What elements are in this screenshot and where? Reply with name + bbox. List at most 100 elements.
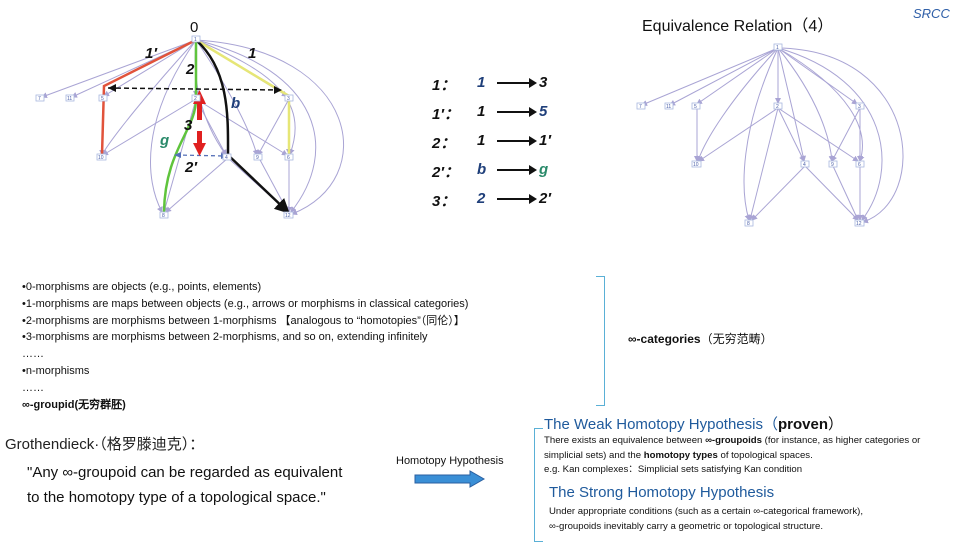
srcc-label: SRCC <box>913 6 950 21</box>
label-b: b <box>231 95 240 112</box>
mapping-from: 1 <box>477 74 486 91</box>
strong-line-2: ∞-groupoids inevitably carry a geometric… <box>549 520 823 532</box>
mapping-arrow-icon <box>497 136 537 146</box>
weak-body-a: There exists an equivalence between <box>544 435 706 446</box>
label-one: 1 <box>248 45 256 62</box>
strong-hypothesis-body: Under appropriate conditions (such as a … <box>549 505 929 534</box>
bullet-n-morphisms: •n-morphisms <box>22 364 90 377</box>
svg-text:12: 12 <box>856 221 862 227</box>
strong-line-1: Under appropriate conditions (such as a … <box>549 506 863 517</box>
mapping-to: 3 <box>539 74 548 91</box>
weak-example: e.g. Kan complexes：Simplicial sets satis… <box>544 464 803 475</box>
equivalence-relation-title: Equivalence Relation（4） <box>642 18 834 35</box>
label-three: 3 <box>184 117 193 134</box>
label-two: 2 <box>185 61 195 78</box>
mapping-row: 1′： 1 5 <box>432 99 592 128</box>
mapping-arrow-icon <box>497 107 537 117</box>
black-path <box>195 39 290 214</box>
svg-text:5: 5 <box>101 96 104 102</box>
weak-title-end: ） <box>828 416 844 433</box>
bullet-infinity-groupoid: ∞-groupid(无穷群胚) <box>22 398 126 411</box>
bullet-ellipsis: …… <box>22 348 44 361</box>
weak-body-b: ∞-groupoids <box>705 435 762 446</box>
svg-text:2: 2 <box>776 104 779 110</box>
right-graph-node-labels: 1 7 11 5 2 3 10 4 9 6 8 12 <box>639 45 862 227</box>
morphism-mapping-list: 1： 1 3 1′： 1 5 2： 1 1′ 2′： b g 3： 2 2′ <box>432 70 592 215</box>
bullet-1-morphisms: •1-morphisms are maps between objects (e… <box>22 297 469 310</box>
label-two-prime: 2′ <box>184 159 198 176</box>
svg-text:10: 10 <box>98 155 104 161</box>
mapping-key: 1： <box>432 77 456 94</box>
strong-hypothesis-title: The Strong Homotopy Hypothesis <box>549 484 775 501</box>
mapping-from: 1 <box>477 132 486 149</box>
svg-text:1: 1 <box>776 45 779 51</box>
svg-text:7: 7 <box>38 96 41 102</box>
svg-text:11: 11 <box>67 96 72 102</box>
label-one-prime: 1′ <box>145 45 158 62</box>
weak-title-text: The Weak Homotopy Hypothesis（ <box>544 416 778 433</box>
right-graph-nodes <box>636 43 865 227</box>
mapping-key: 2′： <box>432 164 459 181</box>
weak-hypothesis-title: The Weak Homotopy Hypothesis（proven） <box>544 413 843 434</box>
blue-dashed-arrow <box>175 154 227 157</box>
left-graph-nodes <box>35 35 294 219</box>
svg-text:11: 11 <box>666 104 671 110</box>
svg-text:3: 3 <box>287 96 290 102</box>
infinity-categories-label: ∞-categories（无穷范畴） <box>628 330 773 347</box>
weak-body-c: (for instance, as higher categories or s… <box>544 435 921 461</box>
svg-text:2: 2 <box>194 96 197 102</box>
svg-text:12: 12 <box>285 213 291 219</box>
mapping-from: 2 <box>477 190 486 207</box>
weak-body-d: homotopy types <box>643 449 718 461</box>
red-path <box>100 38 197 156</box>
left-graph-node-labels: 1 7 11 5 2 3 10 4 9 6 8 12 <box>38 37 291 219</box>
right-arrow-icon <box>414 470 486 488</box>
label-g: g <box>159 132 169 149</box>
right-graph-edges <box>641 47 904 224</box>
bullet-3-morphisms: •3-morphisms are morphisms between 2-mor… <box>22 331 428 344</box>
bullet-ellipsis: …… <box>22 381 44 394</box>
quote-line-2: to the homotopy type of a topological sp… <box>27 489 326 506</box>
top-zero-label: 0 <box>190 19 198 36</box>
svg-text:6: 6 <box>287 155 290 161</box>
svg-text:8: 8 <box>747 221 750 227</box>
mapping-from: 1 <box>477 103 486 120</box>
weak-hypothesis-body: There exists an equivalence between ∞-gr… <box>544 434 924 478</box>
right-brace <box>596 276 605 406</box>
svg-text:10: 10 <box>693 162 699 168</box>
mapping-arrow-icon <box>497 194 537 204</box>
infinity-categories-bold: ∞-categories <box>628 332 701 346</box>
bullet-2-morphisms: •2-morphisms are morphisms between 1-mor… <box>22 314 465 327</box>
infinity-categories-rest: （无穷范畴） <box>700 332 773 346</box>
grothendieck-name: Grothendieck·（格罗滕迪克）： <box>5 436 205 453</box>
grothendieck-quote: "Any ∞-groupoid can be regarded as equiv… <box>27 460 387 510</box>
mapping-to: 5 <box>539 103 548 120</box>
mapping-arrow-icon <box>497 78 537 88</box>
svg-text:4: 4 <box>225 155 228 161</box>
svg-text:6: 6 <box>858 162 861 168</box>
svg-text:3: 3 <box>858 104 861 110</box>
mapping-to: g <box>539 161 549 178</box>
weak-body-e: of topological spaces. <box>717 449 813 461</box>
dashed-arrow <box>107 87 281 91</box>
mapping-row: 2： 1 1′ <box>432 128 592 157</box>
bullet-0-morphisms: •0-morphisms are objects (e.g., points, … <box>22 281 262 293</box>
mapping-row: 2′： b g <box>432 157 592 186</box>
mapping-to: 1′ <box>539 132 551 149</box>
proven-tag: proven <box>778 416 829 433</box>
mapping-row: 1： 1 3 <box>432 70 592 99</box>
svg-text:4: 4 <box>803 162 806 168</box>
morphism-bullet-list: •0-morphisms are objects (e.g., points, … <box>22 279 602 413</box>
svg-text:9: 9 <box>256 155 259 161</box>
quote-line-1: "Any ∞-groupoid can be regarded as equiv… <box>27 464 343 481</box>
mapping-key: 1′： <box>432 106 459 123</box>
left-brace <box>534 428 543 542</box>
svg-text:7: 7 <box>639 104 642 110</box>
mapping-to: 2′ <box>539 190 551 207</box>
red-down-arrow <box>193 131 206 156</box>
svg-text:8: 8 <box>162 213 165 219</box>
svg-text:1: 1 <box>194 37 197 43</box>
mapping-row: 3： 2 2′ <box>432 186 592 215</box>
homotopy-hypothesis-label: Homotopy Hypothesis <box>396 455 504 467</box>
